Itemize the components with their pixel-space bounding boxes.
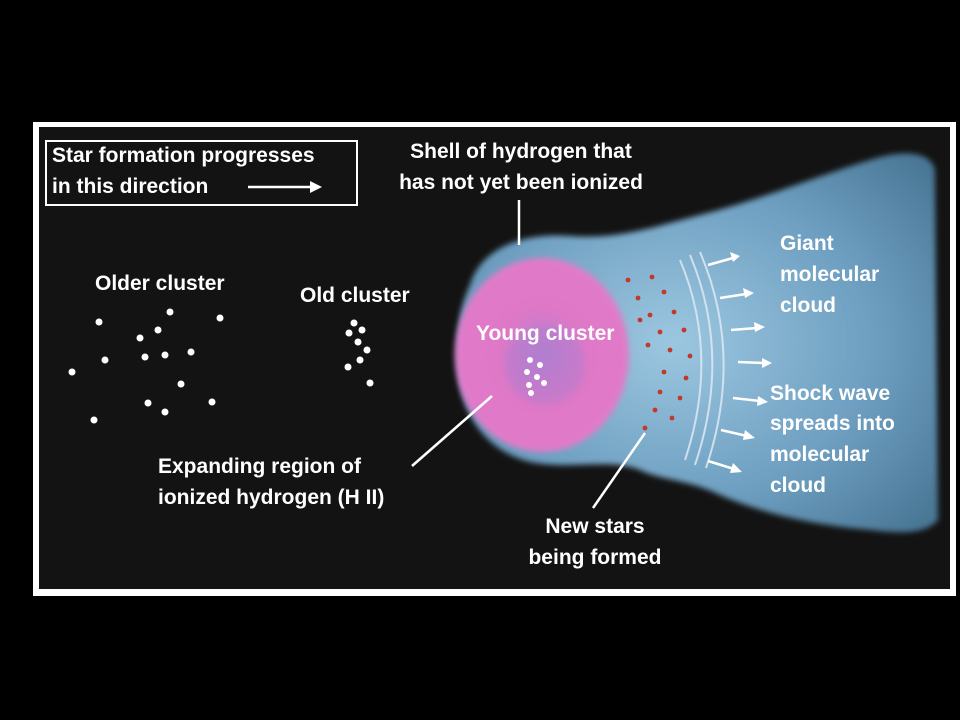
star-dot (161, 408, 169, 416)
diagram-art (68, 153, 938, 533)
label-giant-line3: cloud (780, 294, 836, 317)
star-dot (141, 353, 149, 361)
old-cluster-stars (344, 319, 374, 387)
arrow-icon (719, 288, 754, 300)
star-dot (541, 380, 547, 386)
star-dot (344, 363, 352, 371)
shock-arrows (707, 252, 772, 473)
new-star (681, 327, 687, 333)
arrow-right-icon (248, 181, 322, 193)
star-dot (136, 334, 144, 342)
star-dot (90, 416, 98, 424)
new-star (671, 309, 677, 315)
hii-core (505, 325, 585, 405)
young-cluster-stars (524, 357, 547, 396)
star-dot (350, 319, 358, 327)
star-dot (524, 369, 530, 375)
star-dot (216, 314, 224, 322)
older-cluster-stars (68, 308, 224, 424)
label-old-cluster: Old cluster (300, 284, 410, 307)
star-dot (366, 379, 374, 387)
label-young-cluster: Young cluster (476, 322, 615, 345)
star-dot (95, 318, 103, 326)
shock-arc-2 (689, 254, 714, 466)
star-dot (354, 338, 362, 346)
shock-arc-1 (679, 259, 703, 461)
new-star (647, 312, 653, 318)
star-dot (166, 308, 174, 316)
arrow-icon (737, 358, 772, 368)
star-dot (356, 356, 364, 364)
new-stars-pointer-line (591, 432, 647, 509)
star-dot (177, 380, 185, 388)
star-dot (527, 357, 533, 363)
arrow-icon (732, 396, 768, 406)
new-star (667, 347, 673, 353)
arrow-icon (720, 428, 755, 440)
new-star (657, 329, 663, 335)
label-new-stars-line2: being formed (528, 546, 662, 569)
label-expanding-line1: Expanding region of (158, 455, 361, 478)
new-star (687, 353, 693, 359)
star-dot (154, 326, 162, 334)
new-star (649, 274, 655, 280)
star-dot (363, 346, 371, 354)
label-new-stars-line1: New stars (545, 515, 645, 538)
label-shock-line2: spreads into (770, 412, 895, 435)
arrow-icon (730, 322, 765, 332)
star-dot (144, 399, 152, 407)
label-shock-line4: cloud (770, 474, 826, 497)
star-dot (534, 374, 540, 380)
legend-text-line2: in this direction (52, 175, 209, 198)
arrow-icon (707, 459, 742, 473)
expanding-pointer-line (411, 395, 493, 467)
new-star (642, 425, 648, 431)
label-older-cluster: Older cluster (95, 272, 225, 295)
star-dot (208, 398, 216, 406)
label-shell-line1: Shell of hydrogen that (410, 140, 632, 163)
label-shell-line2: has not yet been ionized (399, 171, 643, 194)
legend-text-line1: Star formation progresses (52, 144, 315, 167)
star-dot (345, 329, 353, 337)
label-giant-line1: Giant (780, 232, 834, 255)
new-star (645, 342, 651, 348)
star-dot (358, 326, 366, 334)
new-stars (625, 274, 693, 431)
label-shock-line3: molecular (770, 443, 870, 466)
new-star (635, 295, 641, 301)
star-dot (187, 348, 195, 356)
star-dot (161, 351, 169, 359)
new-star (669, 415, 675, 421)
new-star (652, 407, 658, 413)
new-star (637, 317, 643, 323)
label-giant-line2: molecular (780, 263, 880, 286)
star-dot (68, 368, 76, 376)
star-dot (537, 362, 543, 368)
label-shock-line1: Shock wave (770, 382, 891, 405)
new-star (657, 389, 663, 395)
new-star (677, 395, 683, 401)
new-star (683, 375, 689, 381)
star-dot (526, 382, 532, 388)
star-dot (528, 390, 534, 396)
star-dot (101, 356, 109, 364)
new-star (625, 277, 631, 283)
arrow-icon (707, 252, 740, 267)
label-expanding-line2: ionized hydrogen (H II) (158, 486, 385, 509)
legend-box (45, 140, 358, 206)
shock-arc-3 (699, 251, 725, 469)
new-star (661, 289, 667, 295)
new-star (661, 369, 667, 375)
